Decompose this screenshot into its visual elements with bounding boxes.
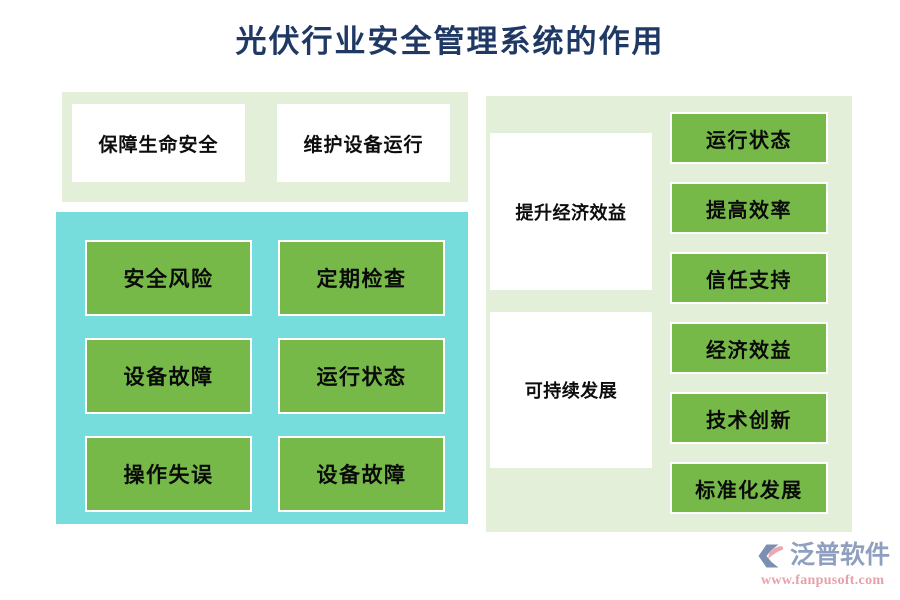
chip-shebei-guzhang-2[interactable]: 设备故障 — [278, 436, 445, 512]
page-title: 光伏行业安全管理系统的作用 — [235, 24, 665, 59]
card-kechixu-fazhan[interactable]: 可持续发展 — [490, 312, 652, 468]
chip-jingji-xiaoyi[interactable]: 经济效益 — [670, 322, 828, 374]
chip-jishu-chuangxin[interactable]: 技术创新 — [670, 392, 828, 444]
chip-yunxing-zhuangtai[interactable]: 运行状态 — [278, 338, 445, 414]
chip-tigao-xiaolv[interactable]: 提高效率 — [670, 182, 828, 234]
card-tisheng-jingji-xiaoyi[interactable]: 提升经济效益 — [490, 133, 652, 290]
card-weihu-shebei-yunxing[interactable]: 维护设备运行 — [277, 104, 450, 182]
brand-logo: 泛普软件 www.fanpusoft.com — [757, 540, 897, 592]
chip-biaozhunhua-fazhan[interactable]: 标准化发展 — [670, 462, 828, 514]
chip-yunxing-zhuangtai-right[interactable]: 运行状态 — [670, 112, 828, 164]
chip-caozuo-shiwu[interactable]: 操作失误 — [85, 436, 252, 512]
logo-website-url: www.fanpusoft.com — [761, 573, 885, 588]
right-mint-panel: 提升经济效益 运行状态 提高效率 信任支持 可持续发展 经济效益 技术创新 标准… — [486, 96, 852, 532]
chip-xinren-zhichi[interactable]: 信任支持 — [670, 252, 828, 304]
chip-anquan-fengxian[interactable]: 安全风险 — [85, 240, 252, 316]
fanpu-swoosh-logo-icon — [757, 542, 787, 570]
logo-wordmark: 泛普软件 — [790, 542, 891, 569]
top-left-mint-panel: 保障生命安全 维护设备运行 — [62, 92, 468, 202]
card-baozhang-shengming-anquan[interactable]: 保障生命安全 — [72, 104, 245, 182]
chip-dingqi-jiancha[interactable]: 定期检查 — [278, 240, 445, 316]
chip-shebei-guzhang-1[interactable]: 设备故障 — [85, 338, 252, 414]
cyan-risk-panel: 安全风险 定期检查 设备故障 运行状态 操作失误 设备故障 — [56, 212, 468, 524]
